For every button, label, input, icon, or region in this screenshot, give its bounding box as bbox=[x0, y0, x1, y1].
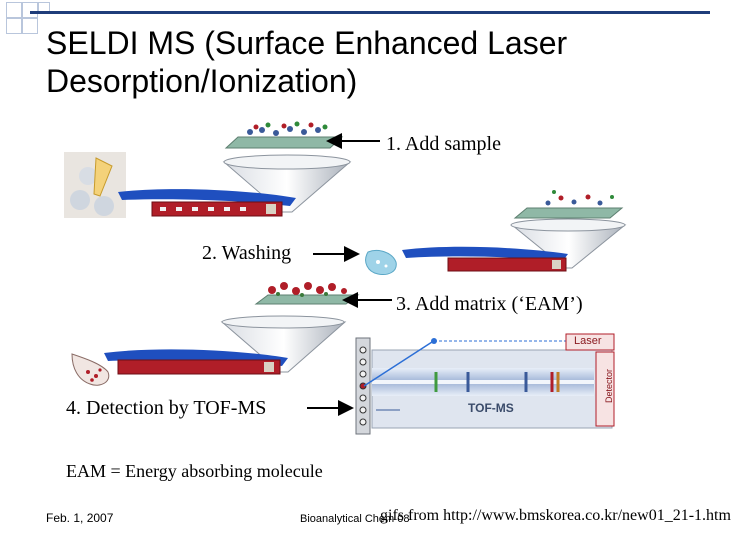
step-4-label: 4. Detection by TOF-MS bbox=[66, 397, 267, 419]
title-line-1: SELDI MS (Surface Enhanced Laser bbox=[46, 25, 568, 61]
corner-decoration bbox=[6, 2, 22, 18]
funnel-2-rim bbox=[510, 218, 626, 232]
title-line-2: Desorption/Ionization) bbox=[46, 63, 358, 99]
laser-label: Laser bbox=[574, 335, 602, 347]
corner-decoration bbox=[22, 18, 38, 34]
title-rule bbox=[30, 11, 710, 14]
footer-date: Feb. 1, 2007 bbox=[46, 511, 114, 525]
matrix-dropper-icon bbox=[71, 353, 110, 386]
tof-ms-instrument bbox=[355, 333, 615, 435]
footer-course: Bioanalytical Chem 08 bbox=[300, 513, 410, 525]
pipette-photo bbox=[64, 152, 126, 218]
funnel-3-rim bbox=[221, 315, 345, 329]
tof-ms-label: TOF-MS bbox=[468, 401, 514, 415]
eam-note: EAM = Energy absorbing molecule bbox=[66, 461, 323, 481]
protein-chip-2 bbox=[402, 246, 568, 272]
footer-source: gifs from http://www.bmskorea.co.kr/new0… bbox=[380, 507, 731, 524]
protein-chip-1 bbox=[118, 189, 296, 217]
sample-plate-1 bbox=[224, 121, 344, 149]
matrix-plate bbox=[254, 282, 360, 305]
sample-plate-2 bbox=[513, 190, 624, 219]
step-3-label: 3. Add matrix (‘EAM’) bbox=[396, 293, 583, 315]
protein-chip-3 bbox=[104, 349, 288, 375]
slide-title: SELDI MS (Surface Enhanced Laser Desorpt… bbox=[46, 24, 706, 100]
step-2-label: 2. Washing bbox=[202, 242, 292, 264]
corner-decoration bbox=[22, 2, 38, 18]
funnel-1-rim bbox=[223, 154, 351, 170]
wash-droplet-icon bbox=[365, 249, 397, 275]
step-1-label: 1. Add sample bbox=[386, 133, 501, 155]
corner-decoration bbox=[6, 18, 22, 34]
detector-label: Detector bbox=[604, 369, 614, 404]
